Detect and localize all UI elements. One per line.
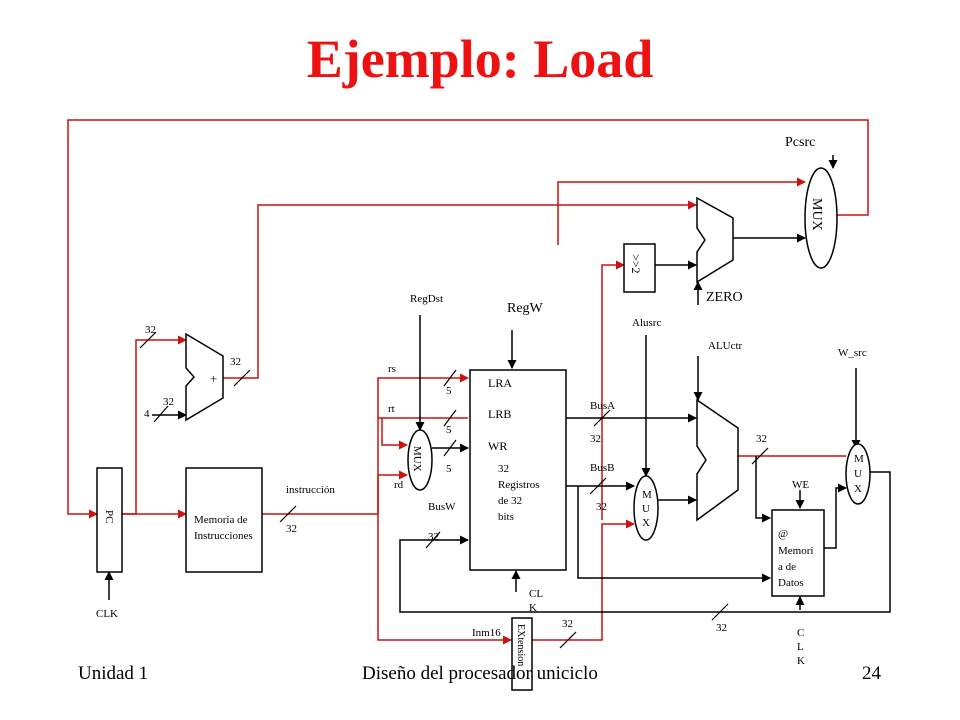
instruction-memory: Memoria de Instrucciones [185, 467, 263, 573]
adder-to-branch-alu-wire [223, 200, 697, 379]
width-32-f: 32 [562, 618, 573, 630]
rd-label: rd [394, 479, 404, 491]
wbmux-x: X [854, 483, 862, 495]
width-32-a: 32 [145, 324, 156, 336]
width-32-h: 32 [596, 501, 607, 513]
rt-label: rt [388, 403, 395, 415]
pc-adder: + [185, 332, 224, 422]
zero-label: ZERO [706, 290, 743, 305]
footer-page-number: 24 [862, 663, 881, 684]
width-32-j: 32 [716, 622, 727, 634]
rt-to-mux-wire [381, 418, 408, 450]
footer-unit: Unidad 1 [78, 663, 149, 684]
ext-to-shift-wire [601, 260, 625, 520]
regdst-mux: MUX [407, 429, 433, 491]
wbmux-u: U [854, 468, 862, 480]
pcsrc-mux: MUX [804, 167, 838, 269]
slide-title: Ejemplo: Load [306, 29, 654, 89]
adder-plus-label: + [210, 371, 217, 386]
labels: 32 32 4 32 CLK instrucción 32 RegDst rs … [96, 135, 867, 667]
pc-to-adder-wire [122, 335, 187, 515]
dmem-clk-c: C [797, 627, 804, 639]
pcsrc-mux-label: MUX [809, 198, 824, 231]
busw-label: BusW [428, 501, 456, 513]
port-wr: WR [488, 439, 507, 453]
red-wires [67, 119, 869, 645]
dmem-label-2: a de [778, 561, 796, 573]
width-5-b: 5 [446, 424, 452, 436]
reg-body-3: de 32 [498, 495, 522, 507]
busb-to-dmem-wire [577, 486, 771, 583]
black-wires [104, 155, 891, 613]
port-lra: LRA [488, 376, 512, 390]
alusrc-mux: M U X [633, 475, 659, 541]
we-label: WE [792, 479, 809, 491]
writeback-mux: M U X [845, 443, 871, 505]
extension-label: EXtension [515, 624, 526, 666]
data-memory: @ Memori a de Datos [771, 509, 825, 597]
branch-adder [696, 196, 734, 284]
instr-label: instrucción [286, 484, 335, 496]
pc-feedback-wire [67, 119, 869, 519]
regw-label: RegW [507, 301, 544, 316]
pc-register: PC [96, 467, 123, 573]
clk-label: CLK [96, 608, 118, 620]
reg-clk-label-1: CL [529, 588, 543, 600]
reg-clk-label-2: K [529, 602, 537, 614]
width-32-g: 32 [590, 433, 601, 445]
width-32-b: 32 [163, 396, 174, 408]
ext-out-wire [531, 519, 635, 641]
register-file: LRA LRB WR 32 Registros de 32 bits [469, 369, 567, 571]
dmem-label-1: Memori [778, 545, 813, 557]
aluctr-label: ALUctr [708, 340, 743, 352]
imem-label-1: Memoria de [194, 514, 248, 526]
reg-body-1: 32 [498, 463, 509, 475]
dmem-at: @ [778, 528, 788, 540]
dmem-clk-l: L [797, 641, 804, 653]
regdst-label: RegDst [410, 293, 443, 305]
regdst-mux-label: MUX [411, 446, 423, 472]
alusrc-label: Alusrc [632, 317, 661, 329]
width-32-d: 32 [286, 523, 297, 535]
imem-label-2: Instrucciones [194, 530, 253, 542]
pc-label: PC [103, 510, 115, 523]
imm16-wire [377, 475, 512, 645]
width-32-e: 32 [428, 531, 439, 543]
width-5-c: 5 [446, 463, 452, 475]
shift-label: >>2 [629, 254, 643, 274]
busb-label: BusB [590, 462, 614, 474]
footer-course: Diseño del procesador uniciclo [362, 663, 598, 684]
reg-body-2: Registros [498, 479, 540, 491]
alu-to-dmem-wire [755, 456, 771, 523]
width-32-i: 32 [756, 433, 767, 445]
pcsrc-label: Pcsrc [785, 135, 815, 150]
bus-slashes [139, 331, 769, 649]
shift-left-2: >>2 [623, 243, 656, 293]
alusrc-mux-u: U [642, 503, 650, 515]
extension-unit: EXtension [511, 617, 533, 691]
busa-label: BusA [590, 400, 615, 412]
reg-body-4: bits [498, 511, 514, 523]
inm16-label: Inm16 [472, 627, 501, 639]
alusrc-mux-m: M [642, 489, 652, 501]
port-lrb: LRB [488, 407, 511, 421]
const-four: 4 [144, 408, 150, 420]
wbmux-m: M [854, 453, 864, 465]
writeback-wire [399, 471, 891, 613]
alusrc-mux-x: X [642, 517, 650, 529]
main-alu [696, 398, 739, 522]
dmem-to-wbmux-wire [824, 483, 847, 549]
width-5-a: 5 [446, 385, 452, 397]
rs-label: rs [388, 363, 396, 375]
pc4-to-pcsrc-mux-wire [557, 177, 806, 245]
width-32-c: 32 [230, 356, 241, 368]
rs-field-wire [377, 373, 469, 514]
dmem-clk-k: K [797, 655, 805, 667]
wsrc-label: W_src [838, 347, 867, 359]
dmem-label-3: Datos [778, 577, 804, 589]
